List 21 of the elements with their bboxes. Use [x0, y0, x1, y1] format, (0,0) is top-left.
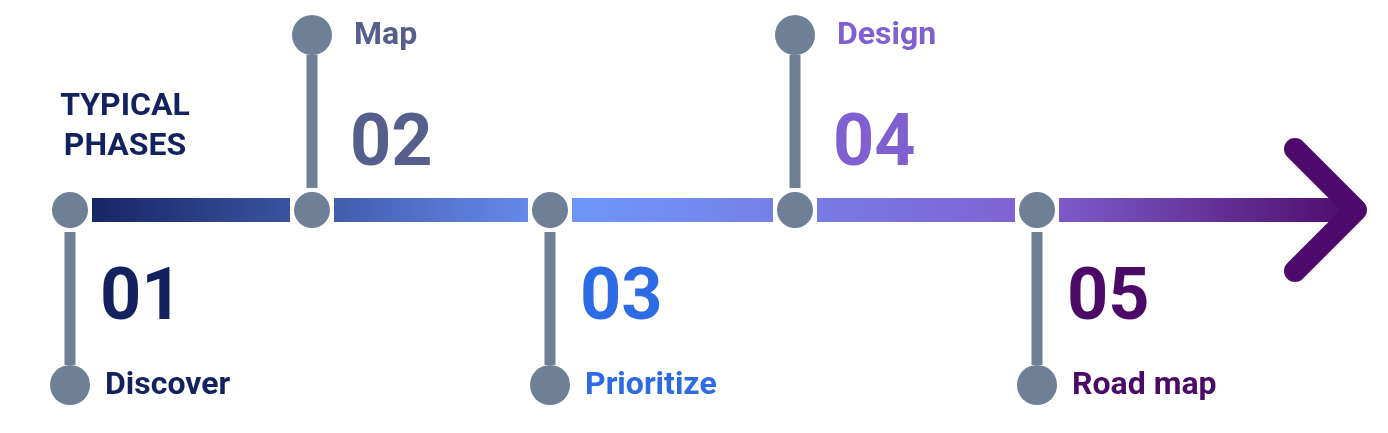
connector-line: [544, 232, 556, 365]
phase-label: Prioritize: [585, 365, 717, 401]
phase-number: 03: [580, 259, 663, 331]
phase-number: 04: [833, 105, 916, 177]
timeline-segment: [334, 198, 528, 222]
connector-line: [64, 232, 76, 365]
phase-label: Discover: [105, 365, 231, 401]
diagram-title: TYPICAL PHASES: [59, 84, 191, 164]
timeline-segment: [572, 198, 773, 222]
phase-number: 02: [350, 105, 433, 177]
timeline-segment: [817, 198, 1015, 222]
timeline-arrow: [1059, 138, 1367, 282]
connector-line: [1031, 232, 1043, 365]
connector-line: [306, 55, 318, 188]
phase-label: Design: [837, 15, 937, 51]
connector-line: [789, 55, 801, 188]
phase-number: 01: [100, 259, 183, 331]
phase-label: Road map: [1072, 365, 1217, 401]
phase-number: 05: [1067, 259, 1150, 331]
timeline-segment: [92, 198, 290, 222]
phase-label: Map: [354, 15, 418, 51]
